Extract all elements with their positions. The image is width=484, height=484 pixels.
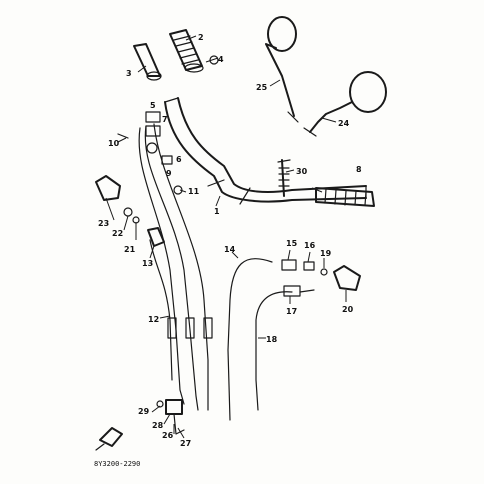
callout-14: 14 bbox=[224, 245, 236, 254]
callout-27: 27 bbox=[180, 439, 191, 448]
brake-cable bbox=[227, 258, 361, 421]
callout-26: 26 bbox=[162, 431, 174, 440]
callout-8: 8 bbox=[356, 165, 362, 174]
callout-7: 7 bbox=[162, 115, 168, 124]
callout-3: 3 bbox=[126, 69, 132, 78]
bolt bbox=[277, 159, 291, 197]
callout-24: 24 bbox=[338, 119, 350, 128]
callout-23: 23 bbox=[98, 219, 109, 228]
left-switch-assembly bbox=[95, 175, 165, 247]
callout-29: 29 bbox=[138, 407, 150, 416]
throttle-grip-assembly bbox=[133, 29, 219, 81]
callout-30: 30 bbox=[296, 167, 308, 176]
callout-5: 5 bbox=[150, 101, 156, 110]
callout-12: 12 bbox=[148, 315, 159, 324]
leader-lines bbox=[105, 35, 347, 439]
callout-9: 9 bbox=[166, 169, 172, 178]
diagram-code: 8Y3200-2290 bbox=[94, 460, 140, 468]
callout-11: 11 bbox=[188, 187, 200, 196]
front-direction-arrow-icon bbox=[95, 427, 123, 451]
callout-28: 28 bbox=[152, 421, 164, 430]
callout-19: 19 bbox=[320, 249, 332, 258]
left-grip bbox=[315, 187, 375, 207]
callout-16: 16 bbox=[304, 241, 316, 250]
callout-25: 25 bbox=[256, 83, 268, 92]
mirror-left bbox=[303, 71, 387, 137]
callout-18: 18 bbox=[266, 335, 278, 344]
callout-22: 22 bbox=[112, 229, 123, 238]
cable-junction-block bbox=[156, 399, 185, 435]
callout-numbers: 2 3 4 25 24 5 7 10 6 9 11 30 8 1 23 22 2… bbox=[98, 33, 362, 448]
callout-2: 2 bbox=[198, 33, 204, 42]
callout-15: 15 bbox=[286, 239, 298, 248]
decompression-cable bbox=[255, 285, 315, 411]
callout-1: 1 bbox=[214, 207, 220, 216]
callout-21: 21 bbox=[124, 245, 136, 254]
callout-13: 13 bbox=[142, 259, 153, 268]
callout-10: 10 bbox=[108, 139, 120, 148]
callout-20: 20 bbox=[342, 305, 354, 314]
lever-holder-parts bbox=[117, 111, 183, 195]
mirror-right bbox=[265, 16, 299, 123]
handlebar bbox=[164, 97, 367, 205]
callout-17: 17 bbox=[286, 307, 297, 316]
callout-4: 4 bbox=[218, 55, 224, 64]
callout-6: 6 bbox=[176, 155, 182, 164]
